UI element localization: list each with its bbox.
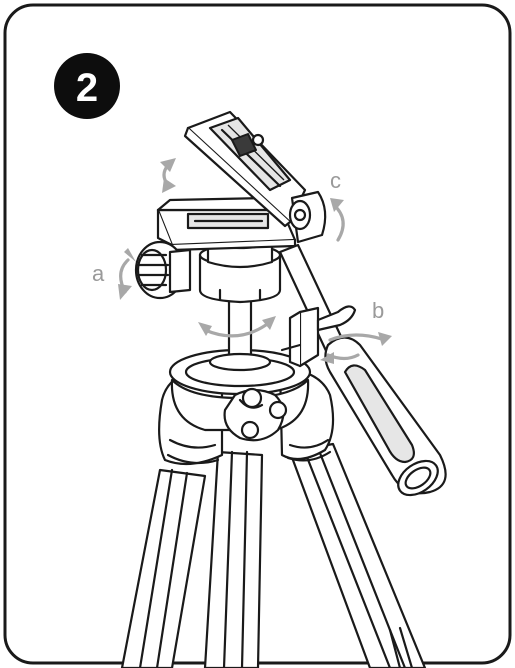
rotation-arrow-a	[118, 248, 136, 300]
tripod-legs	[120, 442, 427, 668]
pan-lock-knob	[134, 240, 192, 300]
pan-handle	[278, 243, 447, 497]
step-badge: 2	[54, 53, 120, 119]
handle-bracket	[280, 305, 357, 368]
pan-head-base	[198, 230, 282, 304]
tilt-head-body	[156, 196, 297, 252]
quick-release-plate	[183, 110, 307, 228]
center-column-lock-knob	[223, 387, 288, 442]
callout-label-c: c	[330, 168, 341, 193]
callout-label-b: b	[372, 298, 384, 323]
step-number: 2	[76, 66, 98, 110]
pan-rotation-arrow	[198, 316, 276, 338]
tilt-direction-arrow	[160, 158, 176, 193]
rotation-arrow-c	[330, 198, 345, 242]
callout-label-a: a	[92, 261, 105, 286]
tilt-lock-knob	[288, 190, 327, 244]
center-column	[208, 298, 272, 372]
rotation-arrow-b	[320, 332, 392, 364]
